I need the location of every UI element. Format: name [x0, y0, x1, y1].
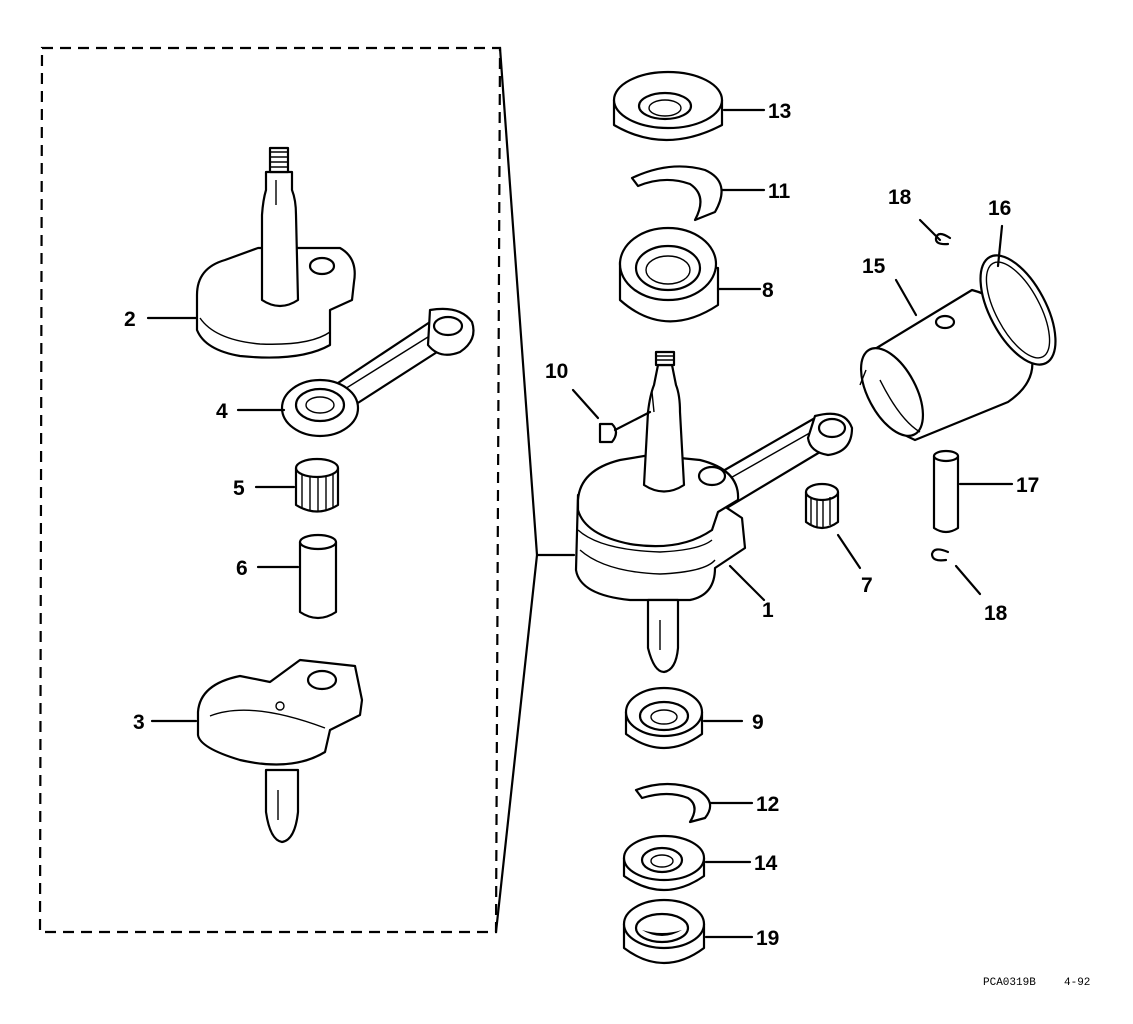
- crankshaft-assembly: [574, 350, 854, 674]
- label-part-8: 8: [762, 279, 774, 302]
- label-part-5: 5: [233, 477, 245, 500]
- retaining-ring-upper: [630, 165, 723, 222]
- crank-pin: [298, 533, 338, 620]
- label-part-6: 6: [236, 557, 248, 580]
- label-part-2: 2: [124, 308, 136, 331]
- label-part-9: 9: [752, 711, 764, 734]
- upper-crank-half: [195, 146, 356, 359]
- label-part-18-upper: 18: [888, 186, 912, 209]
- label-part-4: 4: [216, 400, 228, 423]
- part-labels: 2 4 5 6 3 13 11 8 10 1 7 17 18 15 16 18 …: [124, 100, 1039, 950]
- drawing-code: PCA0319B: [983, 977, 1036, 989]
- woodruff-key: [598, 422, 618, 444]
- top-seal: [612, 70, 724, 141]
- bottom-seal: [622, 898, 706, 965]
- label-part-19: 19: [756, 927, 779, 950]
- label-part-14: 14: [754, 852, 778, 875]
- label-part-1: 1: [762, 599, 774, 622]
- wrist-pin-clip-lower: [930, 548, 950, 562]
- piston-ring: [979, 254, 1057, 366]
- wrist-pin: [932, 449, 960, 534]
- upper-ball-bearing: [618, 226, 720, 323]
- label-part-11: 11: [768, 180, 791, 203]
- wrist-pin-clip-upper: [934, 232, 952, 246]
- label-part-12: 12: [756, 793, 779, 816]
- label-part-3: 3: [133, 711, 145, 734]
- label-part-15: 15: [862, 255, 886, 278]
- label-part-10: 10: [545, 360, 568, 383]
- drawing-date: 4-92: [1064, 977, 1090, 989]
- lower-ball-bearing: [624, 686, 704, 750]
- needle-bearing-left: [294, 457, 340, 513]
- lower-seal: [622, 834, 706, 892]
- needle-bearing-right: [804, 482, 840, 530]
- connecting-rod-left: [280, 307, 475, 438]
- subassembly-box: [38, 46, 576, 934]
- lower-crank-half: [196, 658, 364, 844]
- label-part-17: 17: [1016, 474, 1039, 497]
- leader-lines: [146, 108, 1014, 939]
- label-part-13: 13: [768, 100, 791, 123]
- label-part-16: 16: [988, 197, 1011, 220]
- label-part-7: 7: [861, 574, 873, 597]
- label-part-18-lower: 18: [984, 602, 1008, 625]
- retaining-ring-lower: [634, 782, 712, 824]
